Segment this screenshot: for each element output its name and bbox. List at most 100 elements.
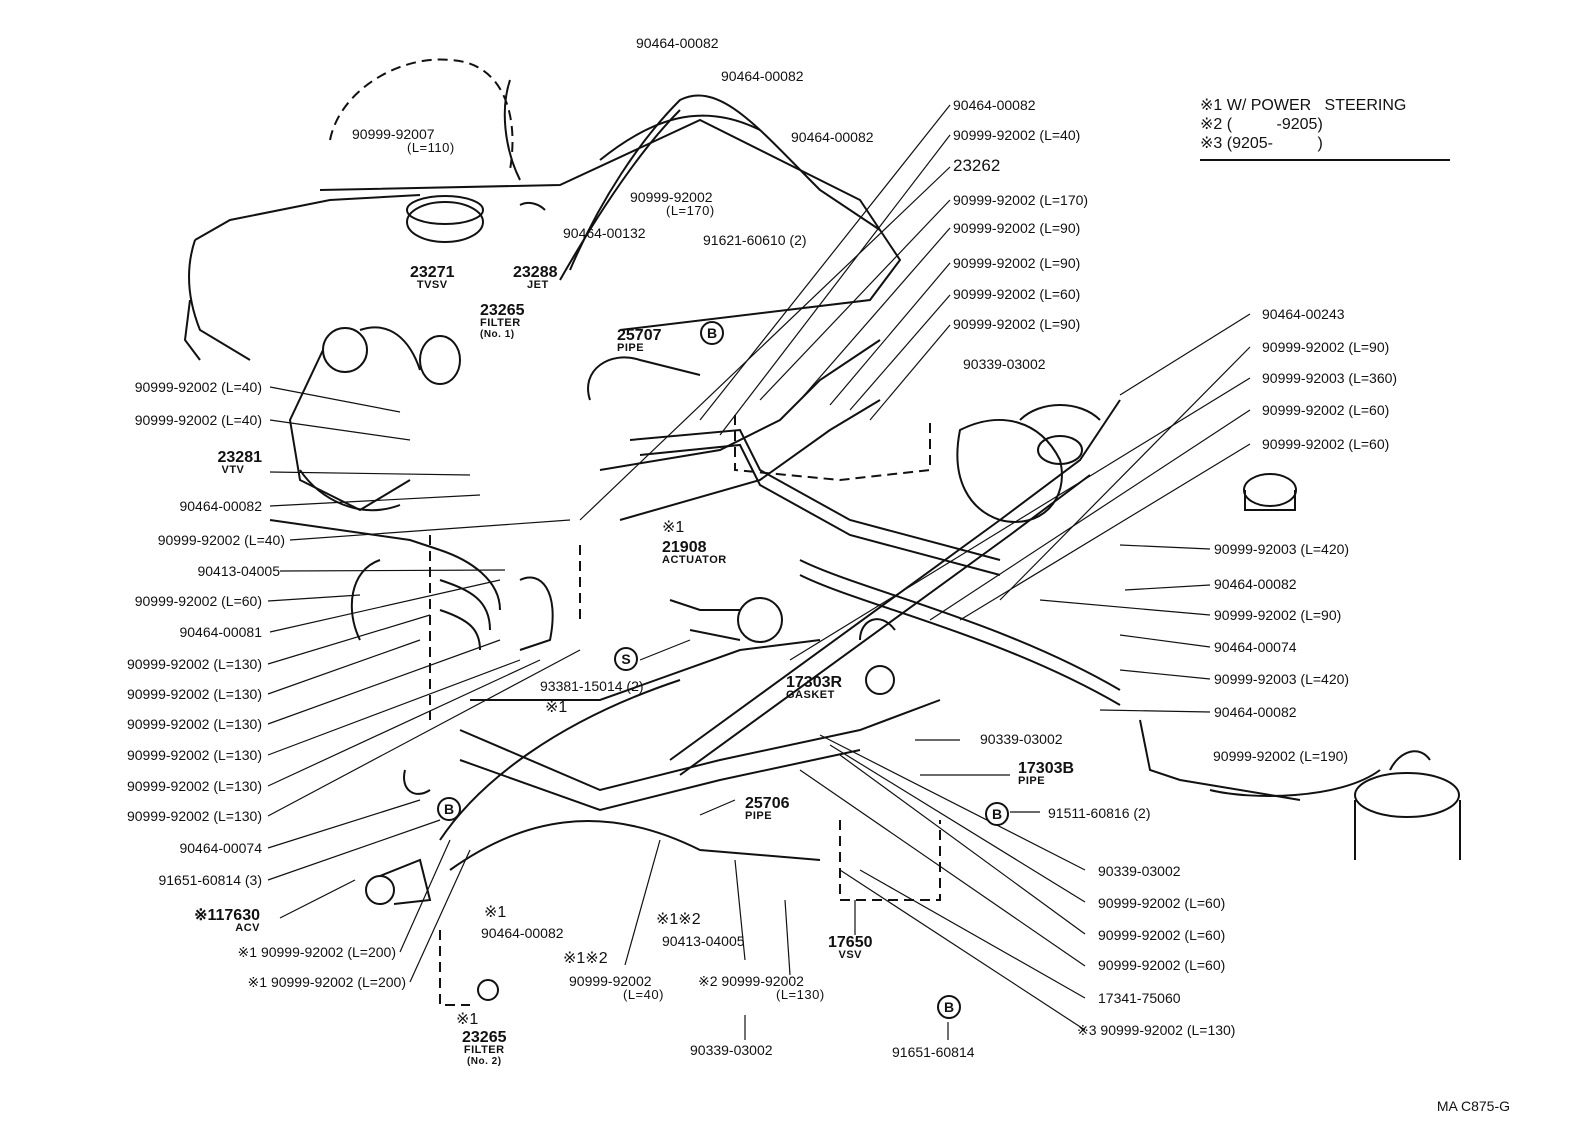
label-l-90999-92002-l40c: 90999-92002 (L=40) (157, 532, 285, 548)
part-name: PIPE (1018, 775, 1046, 787)
label-90464-00082-top: 90464-00082 (636, 35, 719, 51)
hoses-top (503, 79, 881, 521)
label-23288-jet: 23288 JET (513, 265, 558, 291)
label-b-23265-filter-2: 23265 FILTER (No. 2) (462, 1030, 507, 1068)
length: (L=110) (407, 140, 455, 155)
label-93381-mark: ※1 (545, 699, 568, 716)
label-17303b-pipe: 17303B PIPE (1018, 761, 1074, 787)
part-number: 17303R (786, 674, 843, 691)
label-r-90999-92002-l190: 90999-92002 (L=190) (1213, 748, 1349, 764)
part-name: FILTER (463, 1044, 505, 1056)
label-b-90339-03002: 90339-03002 (1098, 863, 1181, 879)
label-l-90464-00081: 90464-00081 (179, 624, 262, 640)
vsv-box (429, 415, 941, 1006)
right-components (956, 404, 1461, 860)
length: (L=170) (666, 203, 715, 218)
part-name: ACV (235, 922, 260, 934)
part-name: VTV (221, 464, 245, 476)
part-number: 25706 (745, 795, 790, 812)
part-name: PIPE (745, 810, 773, 822)
legend-line-2: ※2 ( -9205) (1200, 116, 1323, 133)
label-b-90999-92002-l60c: 90999-92002 (L=60) (1098, 957, 1226, 973)
ref-b-top: B (700, 321, 724, 345)
label-25707-pipe: 25707 PIPE (617, 328, 662, 354)
throttle-body (269, 326, 461, 551)
label-c-90339-03002: 90339-03002 (980, 731, 1063, 747)
label-l-90999-92002-l200b: ※1 90999-92002 (L=200) (247, 974, 406, 990)
lower-left-hoses (350, 549, 554, 1001)
part-number: 23281 (217, 449, 263, 466)
label-r-90999-92002-l40: 90999-92002 (L=40) (953, 127, 1081, 143)
label-b-90999-92002-l130-center: ※2 90999-92002 (L=130) (698, 973, 825, 1002)
variant-legend: ※1 W/ POWER STEERING ※2 ( -9205) ※3 (920… (1200, 96, 1450, 161)
label-21908-mark: ※1 (662, 519, 685, 536)
label-r-90999-92002-l60b: 90999-92002 (L=60) (1262, 402, 1390, 418)
label-r-90999-92002-l60c: 90999-92002 (L=60) (1262, 436, 1390, 452)
label-r-90999-92002-l90e: 90999-92002 (L=90) (1214, 607, 1342, 623)
label-23265-filter-1: 23265 FILTER (No. 1) (480, 303, 525, 341)
part-variant: (No. 1) (480, 329, 515, 340)
label-l-90999-92002-l130c: 90999-92002 (L=130) (126, 716, 262, 732)
label-17303r-gasket: 17303R GASKET (786, 675, 842, 701)
label-l-90413-04005: 90413-04005 (197, 563, 280, 579)
part-number: 23288 (513, 264, 558, 281)
part-number: ※117630 (194, 907, 260, 924)
label-r-90999-92003-l420b: 90999-92003 (L=420) (1214, 671, 1350, 687)
part-name: JET (527, 279, 549, 291)
part-name: GASKET (786, 689, 835, 701)
label-r-90464-00082b: 90464-00082 (1214, 576, 1297, 592)
label-r-90999-92002-l60a: 90999-92002 (L=60) (953, 286, 1081, 302)
label-l-90464-00082: 90464-00082 (179, 498, 262, 514)
label-b-90413-mark: ※1※2 (656, 911, 701, 928)
label-r-90339-03002: 90339-03002 (963, 356, 1046, 372)
label-r-90464-00074: 90464-00074 (1214, 639, 1297, 655)
label-90999-92007: 90999-92007 (L=110) (352, 126, 455, 155)
label-l-90999-92002-l40b: 90999-92002 (L=40) (134, 412, 262, 428)
label-l-91651-60814: 91651-60814 (3) (158, 872, 262, 888)
part-name: VSV (838, 949, 862, 961)
label-b-90999-92002-l130: ※3 90999-92002 (L=130) (1077, 1022, 1236, 1038)
label-r-90999-92003-l420a: 90999-92003 (L=420) (1214, 541, 1350, 557)
label-21908-actuator: 21908 ACTUATOR (662, 540, 727, 566)
ref-b-left: B (437, 797, 461, 821)
label-23271-tvsv: 23271 TVSV (410, 265, 455, 291)
label-b-90999-92002-l40: 90999-92002 (L=40) (569, 974, 664, 1002)
part-number: 21908 (662, 539, 707, 556)
label-r-90464-00082c: 90464-00082 (1214, 704, 1297, 720)
part-number: 90999-92007 (352, 126, 435, 142)
label-b-90413-04005: 90413-04005 (662, 933, 745, 949)
ref-b-right: B (985, 802, 1009, 826)
label-91621-60610: 91621-60610 (2) (703, 232, 807, 248)
part-number: 17303B (1018, 760, 1075, 777)
part-name: ACTUATOR (662, 554, 727, 566)
part-variant: (No. 2) (466, 1056, 502, 1067)
label-r-90464-00243: 90464-00243 (1262, 306, 1345, 322)
leader-lines (267, 104, 1251, 1040)
part-name: PIPE (617, 342, 645, 354)
label-l-90999-92002-l130b: 90999-92002 (L=130) (126, 686, 262, 702)
part-name: FILTER (480, 317, 521, 329)
label-l-90464-00074: 90464-00074 (179, 840, 262, 856)
label-r-90999-92002-l90a: 90999-92002 (L=90) (953, 220, 1081, 236)
vacuum-lines (439, 399, 1121, 871)
label-b-l40-mark: ※1※2 (563, 950, 608, 967)
part-number: ※2 90999-92002 (698, 973, 804, 989)
label-r-90999-92002-l90c: 90999-92002 (L=90) (953, 316, 1081, 332)
legend-line-1: ※1 W/ POWER STEERING (1200, 97, 1407, 114)
part-name: TVSV (416, 279, 448, 291)
label-l-90999-92002-l60: 90999-92002 (L=60) (134, 593, 262, 609)
label-r-90999-92003-l360: 90999-92003 (L=360) (1262, 370, 1398, 386)
label-90464-00082-top2: 90464-00082 (721, 68, 804, 84)
label-b-17341-75060: 17341-75060 (1098, 990, 1181, 1006)
label-90464-00082-top3: 90464-00082 (791, 129, 874, 145)
drawing-code: MA C875-G (1436, 1098, 1510, 1114)
label-b-90339-03002-bottom: 90339-03002 (690, 1042, 773, 1058)
label-l-23281-vtv: 23281 VTV (218, 450, 263, 476)
part-number: 25707 (617, 327, 662, 344)
label-b-90464-00082: 90464-00082 (481, 925, 564, 941)
label-17650-vsv: 17650 VSV (828, 935, 873, 961)
label-90464-00132: 90464-00132 (563, 225, 646, 241)
label-r-90999-92002-l170: 90999-92002 (L=170) (953, 192, 1089, 208)
